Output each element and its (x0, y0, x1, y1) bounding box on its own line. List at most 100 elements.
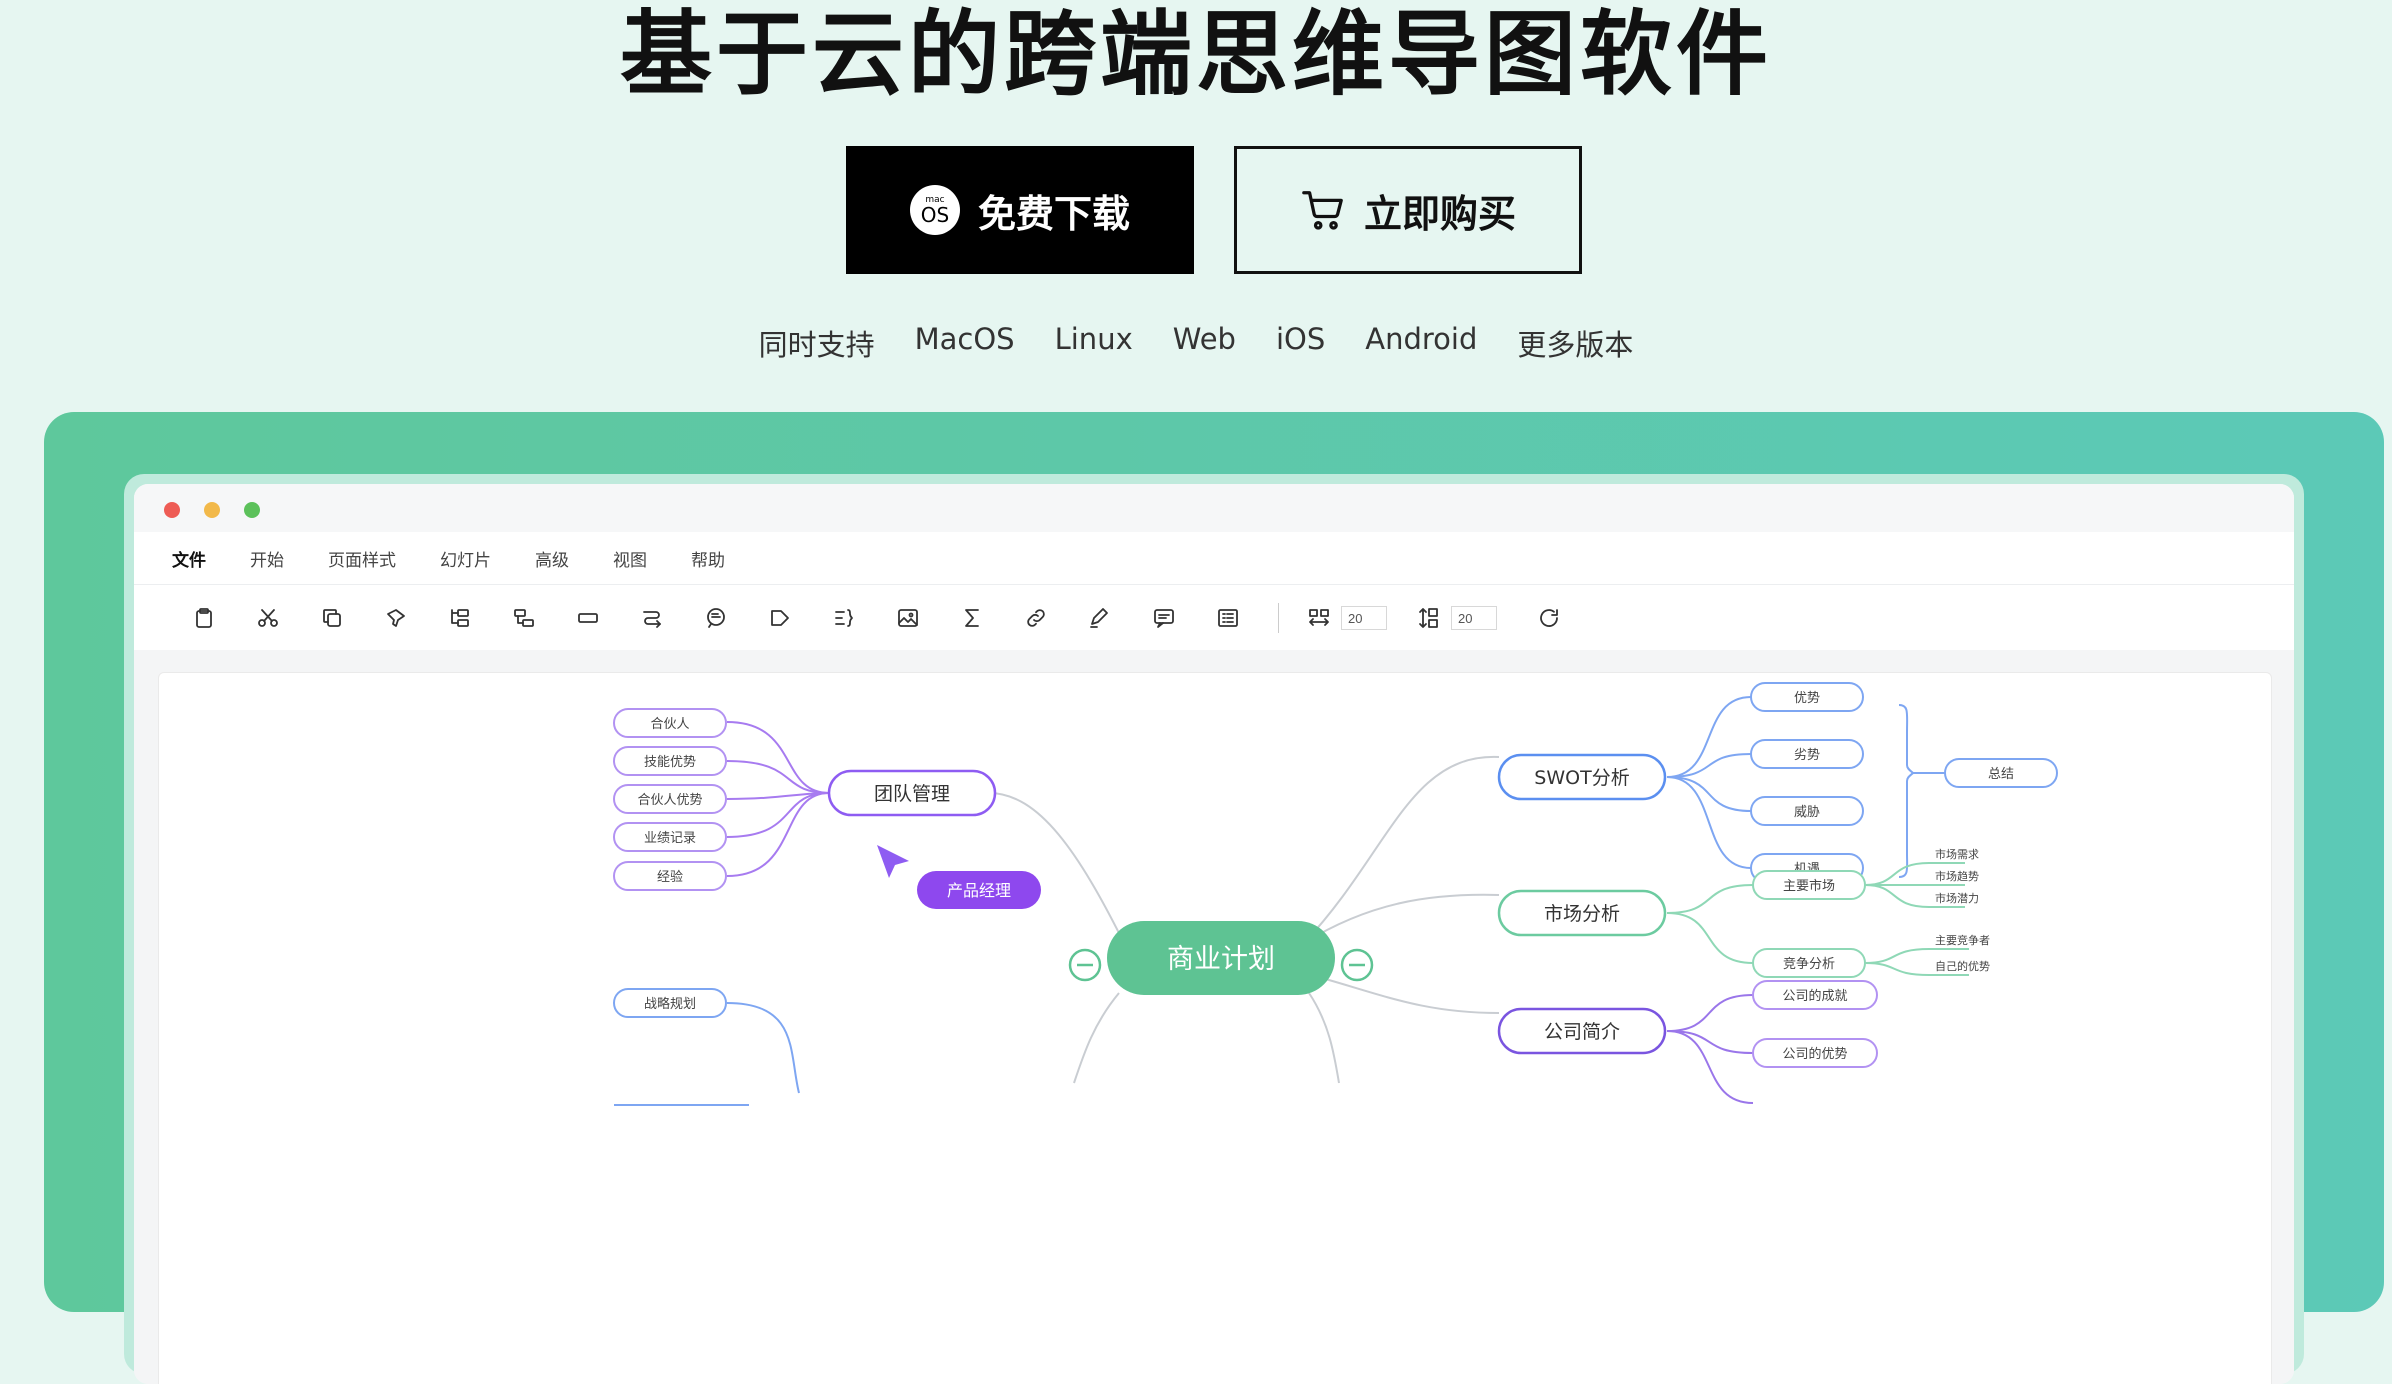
box-icon[interactable] (556, 598, 620, 638)
platform-link-macos[interactable]: MacOS (914, 322, 1015, 356)
platform-link-web[interactable]: Web (1172, 322, 1236, 356)
refresh-icon[interactable] (1517, 598, 1581, 638)
menu-view[interactable]: 视图 (613, 550, 647, 571)
menu-file[interactable]: 文件 (172, 550, 206, 571)
platform-link-linux[interactable]: Linux (1054, 322, 1133, 356)
svg-text:经验: 经验 (657, 869, 683, 885)
summary-brace-icon[interactable] (812, 598, 876, 638)
node-threat[interactable]: 威胁 (1750, 796, 1864, 826)
node-company[interactable]: 公司简介 (1497, 1007, 1667, 1055)
free-download-button[interactable]: mac OS 免费下载 (846, 146, 1194, 274)
node-team[interactable]: 团队管理 (827, 769, 997, 817)
svg-text:公司的优势: 公司的优势 (1782, 1046, 1847, 1062)
copy-icon[interactable] (300, 598, 364, 638)
format-brush-icon[interactable] (364, 598, 428, 638)
connector-own-advantage (1864, 962, 1969, 976)
connector-partner (726, 721, 830, 794)
node-main-competitor[interactable]: 主要竞争者 (1935, 933, 1990, 947)
connector-main-market (1666, 884, 1754, 914)
svg-text:合伙人优势: 合伙人优势 (637, 792, 702, 808)
tag-icon[interactable] (748, 598, 812, 638)
connector-weakness (1666, 753, 1752, 778)
cart-icon (1302, 191, 1343, 230)
note-icon[interactable] (1132, 598, 1196, 638)
svg-text:业绩记录: 业绩记录 (644, 831, 696, 846)
node-market[interactable]: 市场分析 (1497, 889, 1667, 937)
connector-company-more (1666, 1030, 1754, 1104)
formula-icon[interactable] (940, 598, 1004, 638)
buy-now-label: 立即购买 (1363, 191, 1516, 236)
connector-potential (1864, 884, 1965, 908)
svg-text:优势: 优势 (1794, 690, 1820, 706)
window-maximize-button[interactable] (244, 502, 260, 518)
collapse-left-button[interactable] (1068, 948, 1102, 982)
collapse-right-button[interactable] (1340, 948, 1374, 982)
node-width-input[interactable]: 20 (1341, 606, 1387, 630)
window-titlebar (134, 484, 2294, 532)
node-width-icon (1297, 598, 1341, 638)
add-sibling-node-icon[interactable] (492, 598, 556, 638)
node-company-achievement[interactable]: 公司的成就 (1752, 980, 1878, 1010)
node-height-icon (1407, 598, 1451, 638)
connector-exp (726, 792, 830, 877)
collaborator-label: 产品经理 (917, 871, 1041, 909)
more-versions-link[interactable]: 更多版本 (1517, 328, 1634, 362)
connector-left-bottom (1073, 992, 1120, 1084)
clipboard-icon[interactable] (172, 598, 236, 638)
root-node[interactable]: 商业计划 (1107, 921, 1335, 995)
menu-slides[interactable]: 幻灯片 (440, 550, 491, 571)
node-strategy[interactable]: 战略规划 (613, 988, 727, 1018)
node-own-advantage[interactable]: 自己的优势 (1935, 959, 1990, 973)
node-summary[interactable]: 总结 (1944, 758, 2058, 788)
window-minimize-button[interactable] (204, 502, 220, 518)
svg-text:商业计划: 商业计划 (1167, 944, 1275, 975)
node-competition[interactable]: 竞争分析 (1752, 948, 1866, 978)
menu-page-style[interactable]: 页面样式 (328, 550, 396, 571)
image-icon[interactable] (876, 598, 940, 638)
node-skill[interactable]: 技能优势 (613, 746, 727, 776)
svg-text:劣势: 劣势 (1794, 747, 1820, 763)
outline-icon[interactable] (1196, 598, 1260, 638)
node-market-demand[interactable]: 市场需求 (1935, 847, 1979, 861)
node-record[interactable]: 业绩记录 (613, 822, 727, 852)
node-swot[interactable]: SWOT分析 (1497, 753, 1667, 801)
scissors-icon[interactable] (236, 598, 300, 638)
menu-start[interactable]: 开始 (250, 550, 284, 571)
svg-text:主要市场: 主要市场 (1783, 878, 1835, 894)
svg-text:公司的成就: 公司的成就 (1782, 988, 1847, 1004)
node-market-trend[interactable]: 市场趋势 (1935, 869, 1979, 883)
connector-skill (726, 760, 830, 794)
relation-line-icon[interactable] (620, 598, 684, 638)
node-experience[interactable]: 经验 (613, 861, 727, 891)
buy-now-button[interactable]: 立即购买 (1234, 146, 1582, 274)
connector-market (1303, 893, 1500, 944)
node-partner-advantage[interactable]: 合伙人优势 (613, 784, 727, 814)
macos-icon: mac OS (909, 185, 960, 235)
svg-text:产品经理: 产品经理 (947, 881, 1011, 900)
mindmap-canvas[interactable]: 团队管理 合伙人 技能优势 合伙人优势 (158, 672, 2272, 1384)
add-child-node-icon[interactable] (428, 598, 492, 638)
connector-strength (1666, 696, 1752, 778)
node-weakness[interactable]: 劣势 (1750, 739, 1864, 769)
svg-text:SWOT分析: SWOT分析 (1534, 767, 1629, 789)
node-strength[interactable]: 优势 (1750, 682, 1864, 712)
free-download-label: 免费下载 (977, 191, 1130, 236)
node-company-advantage[interactable]: 公司的优势 (1752, 1038, 1878, 1068)
menu-bar: 文件 开始 页面样式 幻灯片 高级 视图 帮助 (134, 532, 2294, 584)
node-partner[interactable]: 合伙人 (613, 708, 727, 738)
node-main-market[interactable]: 主要市场 (1752, 870, 1866, 900)
menu-advanced[interactable]: 高级 (535, 550, 569, 571)
comment-icon[interactable] (684, 598, 748, 638)
svg-text:公司简介: 公司简介 (1544, 1021, 1620, 1043)
node-height-input[interactable]: 20 (1451, 606, 1497, 630)
window-close-button[interactable] (164, 502, 180, 518)
pen-icon[interactable] (1068, 598, 1132, 638)
menu-help[interactable]: 帮助 (691, 550, 725, 571)
platform-link-android[interactable]: Android (1365, 322, 1478, 356)
app-window-frame: 文件 开始 页面样式 幻灯片 高级 视图 帮助 (124, 474, 2304, 1384)
link-icon[interactable] (1004, 598, 1068, 638)
page-title: 基于云的跨端思维导图软件 (619, 1, 1772, 108)
node-market-potential[interactable]: 市场潜力 (1935, 891, 1979, 905)
platform-link-ios[interactable]: iOS (1275, 322, 1326, 356)
connector-opportunity (1666, 776, 1752, 869)
